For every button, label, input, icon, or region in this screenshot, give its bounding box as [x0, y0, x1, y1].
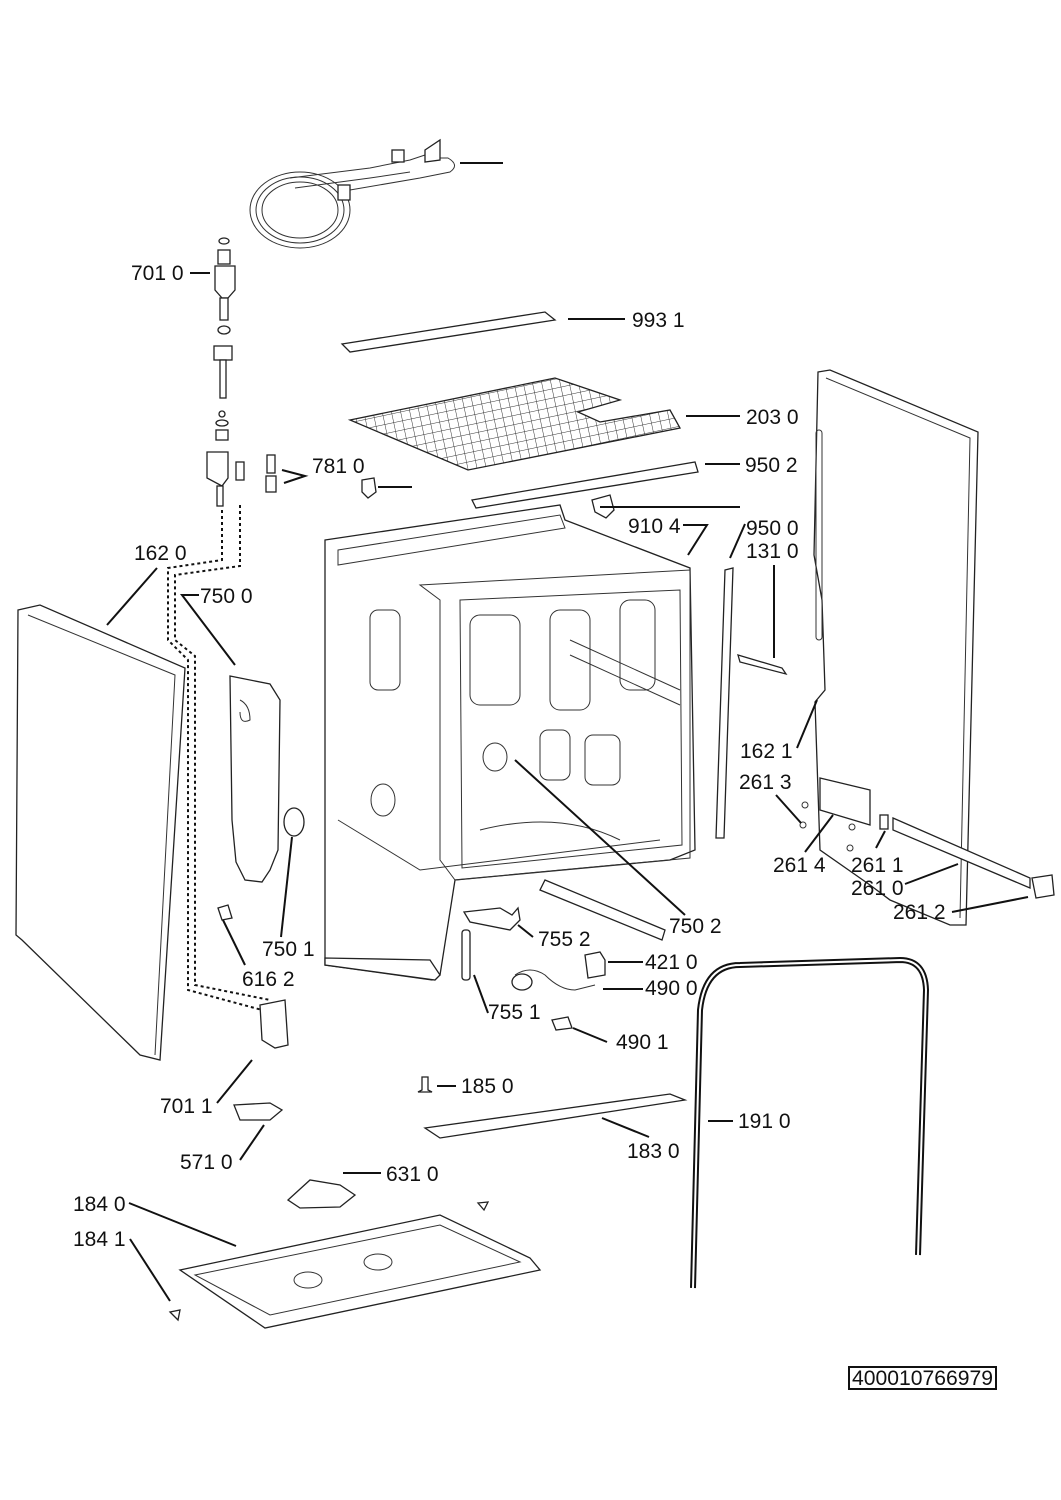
- leader-lines: [106, 162, 1029, 1302]
- callout-261-2: 261 2: [893, 901, 946, 924]
- rail-950-2-part: [471, 461, 699, 509]
- spring-755-1-part: [461, 929, 471, 981]
- callout-421-0: 421 0: [645, 951, 698, 974]
- callout-631-0: 631 0: [386, 1163, 439, 1186]
- callout-203-0: 203 0: [746, 406, 799, 429]
- callout-184-0: 184 0: [73, 1193, 126, 1216]
- callout-162-0: 162 0: [134, 542, 187, 565]
- component-panel-750-part: [229, 675, 281, 883]
- rail-950-0-part: [715, 567, 734, 839]
- callout-261-1: 261 1: [851, 854, 904, 877]
- callout-616-2: 616 2: [242, 968, 295, 991]
- screw-185-part: [417, 1076, 433, 1093]
- callout-183-0: 183 0: [627, 1140, 680, 1163]
- callout-191-0: 191 0: [738, 1110, 791, 1133]
- tub-part: [324, 504, 696, 981]
- callout-701-1: 701 1: [160, 1095, 213, 1118]
- callout-750-2: 750 2: [669, 915, 722, 938]
- side-panel-left-part: [15, 604, 186, 1061]
- callout-184-1: 184 1: [73, 1228, 126, 1251]
- cable-490-0-part: [514, 969, 596, 991]
- callout-750-0: 750 0: [200, 585, 253, 608]
- callout-490-1: 490 1: [616, 1031, 669, 1054]
- insulation-mat-203-part: [347, 377, 682, 471]
- part-261-1: [879, 814, 889, 830]
- door-seal-191-part: [690, 956, 930, 1289]
- callout-750-1: 750 1: [262, 938, 315, 961]
- inlet-hose-part: [249, 138, 455, 249]
- bracket-131-part: [737, 654, 788, 676]
- part-631-0: [286, 1179, 357, 1209]
- callout-261-4: 261 4: [773, 854, 826, 877]
- part-701-1: [259, 999, 289, 1049]
- strip-183-part: [423, 1093, 688, 1139]
- part-490-1: [551, 1016, 573, 1031]
- callout-131-0: 131 0: [746, 540, 799, 563]
- callout-993-1: 993 1: [632, 309, 685, 332]
- part-616-2: [217, 904, 233, 921]
- rail-261-0-part: [892, 817, 1031, 889]
- spring-781-part: [265, 454, 377, 499]
- strip-993-part: [340, 311, 557, 353]
- callout-950-2: 950 2: [745, 454, 798, 477]
- document-number-box: 400010766979: [848, 1366, 997, 1390]
- callout-701-0: 701 0: [131, 262, 184, 285]
- callout-185-0: 185 0: [461, 1075, 514, 1098]
- document-number: 400010766979: [852, 1367, 993, 1390]
- plate-261-4-part: [819, 777, 871, 826]
- callout-781-0: 781 0: [312, 455, 365, 478]
- callout-261-3: 261 3: [739, 771, 792, 794]
- callout-910-4: 910 4: [628, 515, 681, 538]
- callout-755-1: 755 1: [488, 1001, 541, 1024]
- callout-755-2: 755 2: [538, 928, 591, 951]
- callout-490-0: 490 0: [645, 977, 698, 1000]
- callout-950-0: 950 0: [746, 517, 799, 540]
- callout-571-0: 571 0: [180, 1151, 233, 1174]
- end-cap-261-2-part: [1031, 874, 1055, 899]
- callout-162-1: 162 1: [740, 740, 793, 763]
- base-tray-184-part: [178, 1214, 542, 1329]
- valve-701-part: [206, 237, 245, 507]
- callout-261-0: 261 0: [851, 877, 904, 900]
- o-ring-750-1-part: [283, 807, 305, 837]
- dashed-hose-line-b: [174, 505, 271, 1001]
- dashed-hose-line-a: [167, 510, 263, 1011]
- part-421-0: [584, 951, 606, 979]
- pump-571-part: [233, 1102, 284, 1121]
- bracket-755-2-part: [462, 906, 521, 931]
- side-panel-right-part: [813, 369, 979, 926]
